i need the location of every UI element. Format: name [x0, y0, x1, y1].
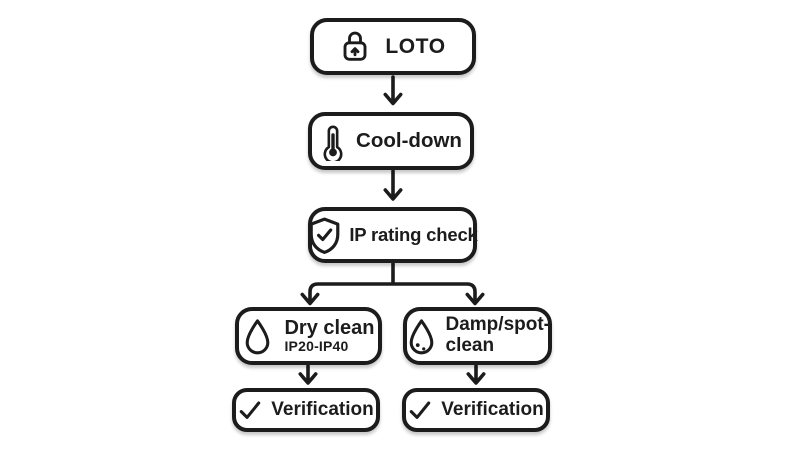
- node-verification-dry: Verification: [232, 388, 380, 432]
- arrow-damp-verification: [466, 364, 486, 385]
- lock-icon: [343, 31, 367, 61]
- node-loto-label: LOTO: [385, 34, 446, 58]
- node-ip-rating-check-label: IP rating check: [349, 224, 478, 245]
- connector-split: [308, 261, 477, 303]
- checkmark-icon: [240, 401, 261, 419]
- arrow-cooldown-ipcheck: [383, 169, 403, 201]
- arrowhead-branch-right: [465, 292, 485, 306]
- water-drop-dots-icon: [409, 318, 433, 354]
- node-verification-damp: Verification: [402, 388, 550, 432]
- thermometer-icon: [323, 125, 343, 161]
- node-dry-clean: Dry clean IP20-IP40: [235, 307, 382, 365]
- node-ip-rating-check: IP rating check: [308, 207, 478, 263]
- node-cooldown-label: Cool-down: [356, 129, 462, 152]
- shield-check-icon: [309, 217, 340, 254]
- arrow-dry-verification: [298, 364, 318, 385]
- arrow-loto-cooldown: [383, 75, 403, 106]
- node-dry-clean-label: Dry clean: [284, 316, 375, 339]
- checkmark-icon: [410, 401, 431, 419]
- node-verification-dry-label: Verification: [271, 399, 374, 420]
- node-damp-spot-clean-label: Damp/spot-clean: [445, 314, 551, 356]
- node-cooldown: Cool-down: [308, 112, 474, 170]
- arrowhead-branch-left: [300, 292, 320, 306]
- water-drop-icon: [246, 318, 270, 354]
- node-verification-damp-label: Verification: [441, 399, 544, 420]
- node-loto: LOTO: [310, 18, 476, 75]
- node-damp-spot-clean: Damp/spot-clean: [403, 307, 552, 365]
- node-dry-clean-sublabel: IP20-IP40: [284, 338, 349, 355]
